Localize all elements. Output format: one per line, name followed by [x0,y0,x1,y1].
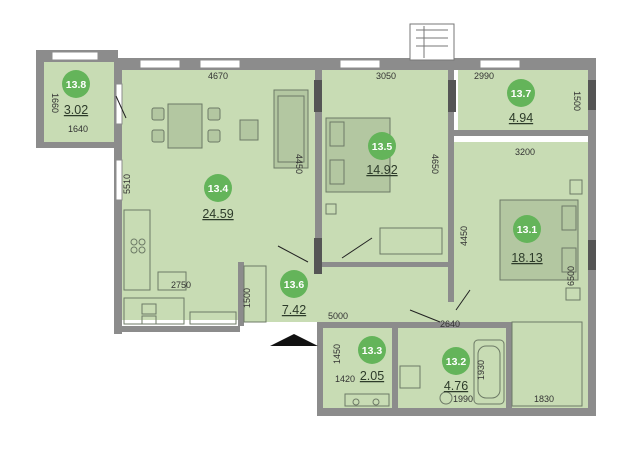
ventilation-shaft [409,23,455,61]
room-area: 7.42 [282,303,306,317]
dim-3050: 3050 [376,71,396,81]
dim-4650: 4650 [430,154,440,174]
dim-1830: 1830 [534,394,554,404]
room-id: 13.4 [208,183,229,195]
dim-5510: 5510 [122,174,132,194]
room-id: 13.3 [362,345,383,357]
room-id: 13.1 [517,224,538,236]
room-13-8-label: 13.8 3.02 [62,70,90,117]
room-13-5-label: 13.5 14.92 [366,132,398,177]
doors [115,95,471,323]
dim-1420: 1420 [335,374,355,384]
room-area: 14.92 [366,163,397,177]
room-13-7-label: 13.7 4.94 [507,79,535,125]
dim-4450-right: 4450 [459,226,469,246]
room-13-1-label: 13.1 18.13 [511,215,543,265]
dim-2750: 2750 [171,280,191,290]
room-13-4-label: 13.4 24.59 [202,174,234,221]
room-labels: 13.8 3.02 13.4 24.59 13.5 14.92 13.7 4.9… [62,70,543,393]
dim-5000: 5000 [328,311,348,321]
room-13-6-label: 13.6 7.42 [280,270,308,317]
room-id: 13.8 [66,79,87,91]
dim-1450: 1450 [332,344,342,364]
room-13-3-label: 13.3 2.05 [358,336,386,383]
room-area: 2.05 [360,369,384,383]
room-area: 18.13 [511,251,542,265]
dim-3200: 3200 [515,147,535,157]
dim-1990: 1990 [453,394,473,404]
hall-extra-fill [321,270,452,330]
walls [36,50,596,416]
dim-1660: 1660 [50,93,60,113]
dim-4670: 4670 [208,71,228,81]
dim-6500: 6500 [566,266,576,286]
room-area: 4.76 [444,379,468,393]
room-id: 13.5 [372,141,393,153]
room-id: 13.7 [511,88,532,100]
dimension-labels: 4670 3050 2990 1660 1640 1500 3200 5510 … [50,71,582,404]
room-13-2-label: 13.2 4.76 [442,347,470,393]
dim-2990: 2990 [474,71,494,81]
dim-1500-hall: 1500 [242,288,252,308]
dim-4450-left: 4450 [294,154,304,174]
room-area: 24.59 [202,207,233,221]
dim-1500-top: 1500 [572,91,582,111]
dim-1930: 1930 [476,360,486,380]
room-id: 13.2 [446,356,467,368]
room-id: 13.6 [284,279,305,291]
dim-1640: 1640 [68,124,88,134]
room-area: 3.02 [64,103,88,117]
room-area: 4.94 [509,111,533,125]
dim-2640: 2640 [440,319,460,329]
entrance-arrow-icon [270,334,318,346]
